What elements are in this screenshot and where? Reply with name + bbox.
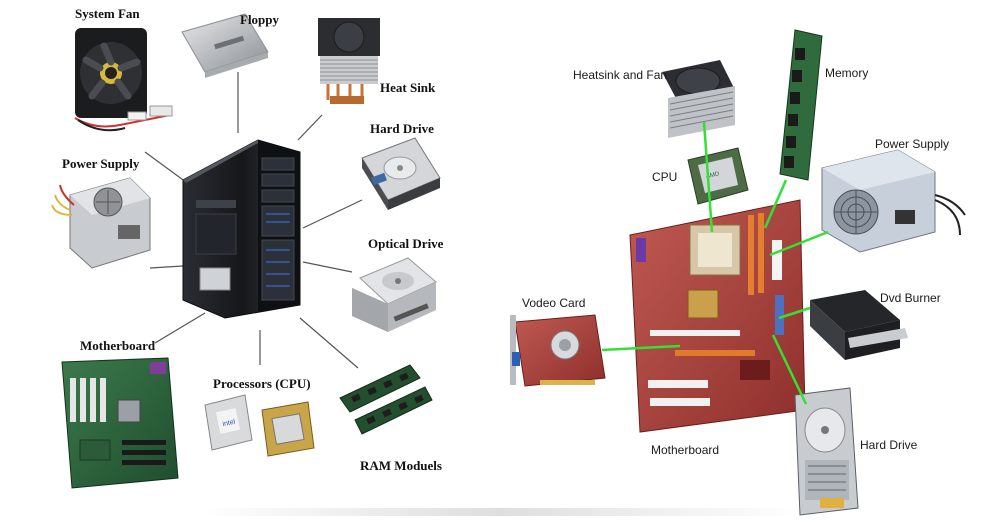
- hard-drive-image-right: [794, 387, 859, 516]
- label-power-supply-left: Power Supply: [62, 156, 140, 171]
- motherboard-image-right: [629, 199, 806, 433]
- label-ram-modules: RAM Moduels: [360, 458, 442, 473]
- power-supply-image-left: [51, 177, 151, 269]
- ram-modules-image: [339, 364, 433, 435]
- optical-drive-image: [352, 257, 437, 332]
- label-cpu: CPU: [652, 170, 678, 184]
- label-power-supply-right: Power Supply: [875, 137, 950, 151]
- right-connector-lines: [601, 121, 829, 405]
- svg-text:AMD: AMD: [706, 171, 721, 180]
- memory-image: [779, 29, 823, 181]
- computer-case-image: [182, 139, 301, 319]
- power-supply-image-right: [821, 149, 966, 253]
- label-optical-drive: Optical Drive: [368, 236, 444, 251]
- heat-sink-image: [318, 18, 380, 104]
- hard-drive-image-left: [361, 137, 441, 210]
- label-hard-drive-left: Hard Drive: [370, 121, 434, 136]
- floppy-image: [181, 13, 269, 78]
- left-connector-lines: [144, 72, 363, 369]
- heatsink-fan-image: [662, 60, 735, 138]
- label-dvd-burner: Dvd Burner: [880, 291, 941, 305]
- label-hard-drive-right: Hard Drive: [860, 438, 918, 452]
- label-system-fan: System Fan: [75, 6, 140, 21]
- label-motherboard-left: Motherboard: [80, 338, 156, 353]
- svg-text:intel: intel: [222, 419, 236, 429]
- label-motherboard-right: Motherboard: [651, 443, 720, 457]
- dvd-burner-image: [810, 290, 908, 360]
- label-heat-sink: Heat Sink: [380, 80, 436, 95]
- label-memory: Memory: [825, 66, 869, 80]
- label-floppy: Floppy: [240, 12, 280, 27]
- motherboard-image-left: [61, 357, 179, 489]
- processors-image: intel: [204, 394, 315, 457]
- cpu-image: AMD: [687, 147, 749, 205]
- system-fan-image: [74, 28, 173, 132]
- label-processors: Processors (CPU): [213, 376, 311, 391]
- video-card-image: [510, 314, 606, 387]
- label-heatsink-fan: Heatsink and Fan: [573, 68, 668, 82]
- blurred-caption-strip: [200, 508, 800, 516]
- label-video-card: Vodeo Card: [522, 296, 586, 310]
